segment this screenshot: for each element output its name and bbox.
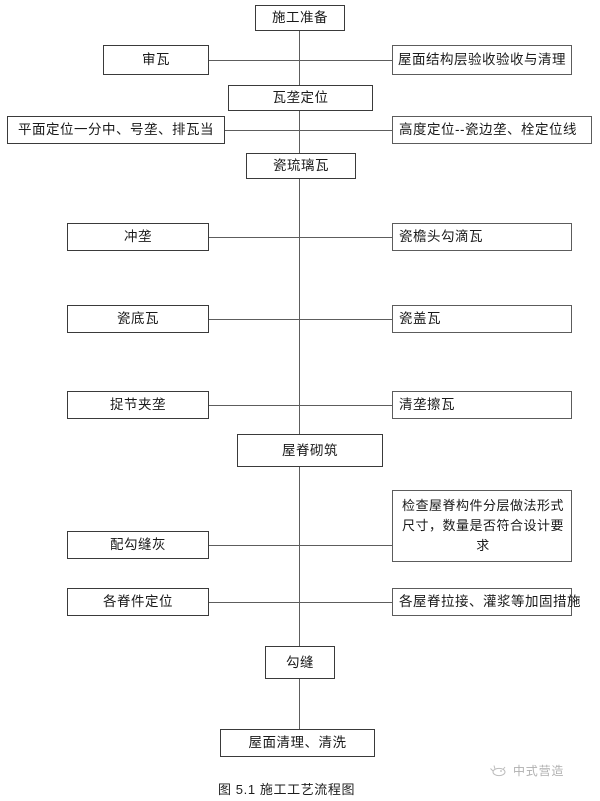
node-pointing-mortar[interactable]: 配勾缝灰 — [67, 531, 209, 559]
node-height-positioning[interactable]: 高度定位--瓷边垄、栓定位线 — [392, 116, 592, 144]
node-roof-cleaning[interactable]: 屋面清理、清洗 — [220, 729, 375, 757]
figure-caption: 图 5.1 施工工艺流程图 — [218, 782, 356, 797]
watermark: 中式营造 — [490, 762, 564, 779]
node-roof-structure-acceptance[interactable]: 屋面结构层验收验收与清理 — [392, 45, 572, 75]
connector-trunk-3 — [299, 179, 301, 442]
connector-row-shenwa — [209, 60, 392, 62]
connector-trunk-4 — [299, 467, 301, 646]
node-ridge-inspection-note[interactable]: 检查屋脊构件分层做法形式尺寸，数量是否符合设计要求 — [392, 490, 572, 562]
node-plane-positioning[interactable]: 平面定位一分中、号垄、排瓦当 — [7, 116, 225, 144]
connector-row-chonglong — [209, 237, 392, 239]
node-pointing[interactable]: 勾缝 — [265, 646, 335, 679]
node-ridge-reinforcement[interactable]: 各屋脊拉接、灌浆等加固措施 — [392, 588, 581, 616]
node-construction-preparation[interactable]: 施工准备 — [255, 5, 345, 31]
node-inspect-tiles[interactable]: 审瓦 — [103, 45, 209, 75]
node-joint-clamping[interactable]: 捉节夹垄 — [67, 391, 209, 419]
node-glazed-tile[interactable]: 瓷琉璃瓦 — [246, 153, 356, 179]
connector-trunk-1 — [299, 31, 301, 87]
brand-cloud-icon — [490, 764, 508, 778]
connector-row-pingmian — [225, 130, 392, 132]
node-cover-tile[interactable]: 瓷盖瓦 — [392, 305, 572, 333]
node-tile-ridge-positioning[interactable]: 瓦垄定位 — [228, 85, 373, 111]
connector-trunk-2 — [299, 111, 301, 158]
node-ridge-masonry[interactable]: 屋脊砌筑 — [237, 434, 383, 467]
node-ridge-flushing[interactable]: 冲垄 — [67, 223, 209, 251]
connector-row-gejijian — [209, 602, 392, 604]
node-eave-drip-tile[interactable]: 瓷檐头勾滴瓦 — [392, 223, 572, 251]
node-ridge-parts-positioning[interactable]: 各脊件定位 — [67, 588, 209, 616]
connector-row-zhuojie — [209, 405, 392, 407]
watermark-text: 中式营造 — [513, 764, 565, 778]
node-bottom-tile[interactable]: 瓷底瓦 — [67, 305, 209, 333]
connector-row-diwa — [209, 319, 392, 321]
connector-row-peigou — [209, 545, 392, 547]
node-clean-tiles[interactable]: 清垄擦瓦 — [392, 391, 572, 419]
connector-trunk-5 — [299, 679, 301, 729]
